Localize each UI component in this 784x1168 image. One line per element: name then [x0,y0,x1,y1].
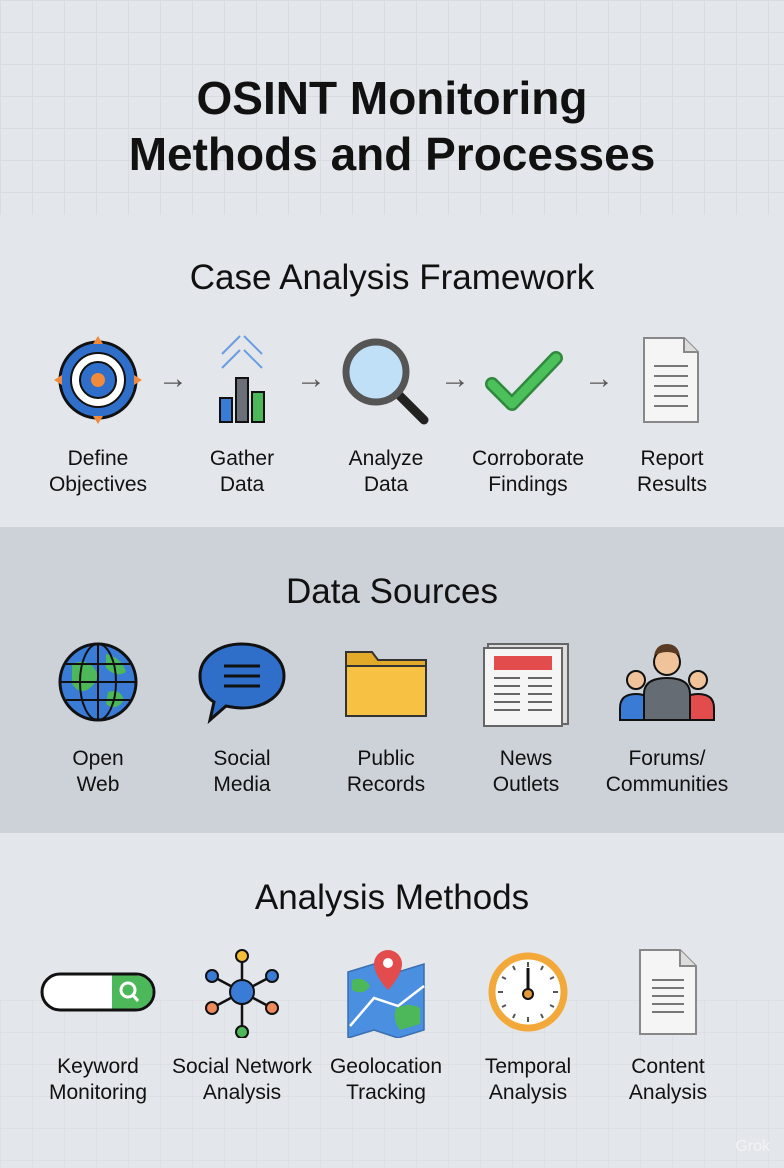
target-icon [54,336,142,424]
label-line: Outlets [492,773,560,796]
page-title: OSINT Monitoring Methods and Processes [0,70,784,182]
label-line: Results [636,473,708,496]
grok-watermark: Grok [735,1138,770,1155]
label-line: Geolocation [329,1055,443,1078]
people-icon [619,644,715,721]
label-line: Analyze [348,447,424,470]
folder-icon [345,651,427,717]
section-heading: Data Sources [285,572,499,611]
label-line: Corroborate [471,447,585,470]
label-line: Findings [488,473,568,496]
arrow-right-icon: → [158,362,188,395]
label-line: Temporal [484,1055,572,1078]
label-line: News [499,747,553,770]
label-line: Report [640,447,704,470]
label-line: Keyword [57,1055,139,1078]
magnifier-icon [342,338,429,425]
bar-chart-icon [219,335,265,423]
label-line: Public [357,747,415,770]
arrow-right-icon: → [584,362,614,395]
grid-background [0,0,784,215]
title-line-1: OSINT Monitoring [196,72,588,124]
label-line: Data [219,473,265,496]
label-line: Social [213,747,271,770]
label-line: Analysis [488,1081,568,1104]
label-line: Analysis [202,1081,282,1104]
label-line: Web [76,773,120,796]
clock-icon [488,952,568,1032]
label-line: Media [213,773,271,796]
chat-bubble-icon [198,642,286,725]
label-line: Objectives [48,473,148,496]
label-line: Define [67,447,129,470]
arrow-right-icon: → [296,362,326,395]
document-icon [643,337,699,423]
globe-icon [58,642,138,722]
label-line: Content [631,1055,705,1078]
label-line: Communities [605,773,729,796]
label-line: Tracking [346,1081,426,1104]
label-line: Forums/ [628,747,706,770]
document-icon [639,949,697,1035]
label-line: Records [346,773,426,796]
label-line: Data [363,473,409,496]
network-icon [205,949,279,1038]
arrow-right-icon: → [440,362,470,395]
source-forums-communities: Forums/Communities [587,636,747,798]
label-line: Social Network [171,1055,313,1078]
newspaper-icon [483,643,569,727]
section-heading: Case Analysis Framework [189,258,595,297]
label-line: Monitoring [48,1081,148,1104]
label-line: Gather [209,447,275,470]
title-line-2: Methods and Processes [128,128,656,180]
map-pin-icon [347,950,425,1038]
checkmark-icon [485,351,563,411]
search-bar-icon [40,972,156,1012]
label-line: Open [72,747,124,770]
label-line: Analysis [628,1081,708,1104]
section-heading: Analysis Methods [254,878,530,917]
